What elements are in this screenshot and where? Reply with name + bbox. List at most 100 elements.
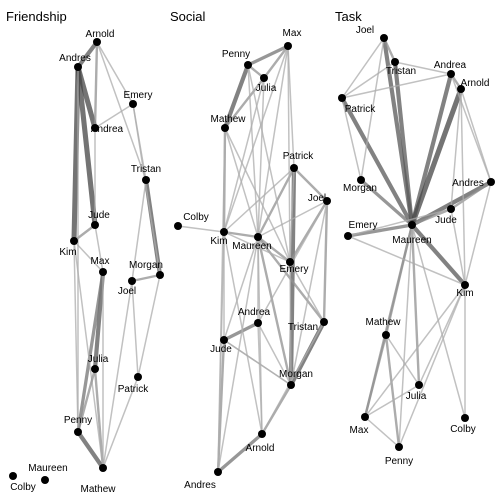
social-label-mathew: Mathew — [210, 114, 246, 125]
friendship-edge-max-penny — [76, 270, 105, 434]
task-node-maureen — [408, 221, 416, 229]
friendship-label-andrea: Andrea — [91, 124, 124, 135]
social-edge-patrick-kim — [223, 167, 295, 233]
friendship-label-joel: Joel — [118, 286, 136, 297]
friendship-edge-emery-morgan — [132, 103, 161, 276]
friendship-label-arnold: Arnold — [86, 29, 115, 40]
friendship-node-maureen — [41, 476, 49, 484]
panel-title-friendship: Friendship — [6, 9, 67, 24]
social-edge-max-julia — [262, 44, 290, 80]
task-edge-joel-morgan — [360, 37, 385, 181]
social-label-tristan: Tristan — [288, 322, 318, 333]
social-edge-morgan-jude — [223, 339, 292, 386]
task-node-arnold — [457, 85, 465, 93]
task-label-maureen: Maureen — [392, 235, 431, 246]
social-node-max — [284, 42, 292, 50]
social-edge-penny-mathew — [222, 62, 251, 131]
social-label-maureen: Maureen — [232, 241, 271, 252]
task-edges — [339, 35, 494, 449]
social-label-arnold: Arnold — [246, 443, 275, 454]
friendship-edge-andres-arnold — [75, 39, 100, 70]
task-label-julia: Julia — [406, 391, 427, 402]
social-label-andres: Andres — [184, 480, 216, 491]
task-edge-mathew-penny — [384, 333, 401, 449]
task-label-patrick: Patrick — [345, 104, 377, 115]
social-edge-max-emery — [287, 45, 291, 263]
social-label-joel: Joel — [308, 193, 326, 204]
social-edge-andrea-arnold — [257, 322, 263, 435]
task-edge-andrea-patrick — [341, 73, 452, 99]
task-edge-joel-patrick — [341, 37, 385, 99]
task-edge-arnold-maureen — [409, 86, 464, 228]
task-label-andrea: Andrea — [434, 60, 467, 71]
friendship-node-kim — [70, 237, 78, 245]
friendship-edge-penny-mathew — [75, 429, 106, 471]
task-edge-emery-jude — [347, 208, 452, 237]
social-node-patrick — [290, 164, 298, 172]
social-label-julia: Julia — [256, 83, 277, 94]
friendship-label-julia: Julia — [88, 354, 109, 365]
panel-title-social: Social — [170, 9, 206, 24]
friendship-edge-andrea-emery — [94, 103, 134, 129]
friendship-edges — [71, 39, 163, 471]
social-label-patrick: Patrick — [283, 151, 315, 162]
social-node-andres — [214, 468, 222, 476]
social-label-jude: Jude — [210, 344, 232, 355]
social-edge-arnold-andres — [216, 432, 264, 474]
task-edge-joel-tristan — [382, 36, 397, 64]
friendship-node-julia — [91, 365, 99, 373]
panel-social: Social MaxPennyJuliaMathewPatrickJoelCol… — [170, 9, 331, 491]
task-label-morgan: Morgan — [343, 183, 377, 194]
task-label-kim: Kim — [456, 288, 473, 299]
task-node-max — [361, 413, 369, 421]
social-edge-colby-kim — [177, 225, 225, 233]
task-node-morgan — [357, 176, 365, 184]
social-edges — [177, 44, 329, 474]
social-edge-andrea-morgan — [257, 322, 292, 386]
friendship-label-jude: Jude — [88, 210, 110, 221]
task-label-penny: Penny — [385, 456, 413, 467]
social-node-joel — [323, 197, 331, 205]
social-node-mathew — [221, 124, 229, 132]
social-label-emery: Emery — [280, 264, 309, 275]
social-edge-patrick-emery — [289, 167, 295, 263]
friendship-edge-julia-mathew — [93, 367, 105, 470]
friendship-node-penny — [74, 428, 82, 436]
friendship-edge-kim-max — [73, 240, 104, 273]
task-edge-kim-penny — [398, 284, 466, 448]
panel-friendship: Friendship ArnoldAndresEmeryAndreaTrista… — [6, 9, 164, 495]
friendship-edge-julia-penny — [76, 367, 97, 434]
friendship-label-maureen: Maureen — [28, 463, 67, 474]
task-label-jude: Jude — [435, 215, 457, 226]
friendship-edge-tristan-joel — [131, 179, 147, 282]
task-edge-andres-jude — [449, 180, 493, 211]
social-node-emery — [286, 258, 294, 266]
task-node-andres — [487, 178, 495, 186]
social-node-andrea — [254, 319, 262, 327]
task-label-arnold: Arnold — [461, 78, 490, 89]
social-node-julia — [260, 74, 268, 82]
social-edge-maureen-emery — [256, 235, 292, 264]
social-label-colby: Colby — [183, 212, 209, 223]
social-edge-kim-arnold — [223, 231, 263, 435]
social-edge-max-patrick — [287, 45, 295, 169]
social-edge-andres-maureen — [217, 236, 259, 473]
friendship-edge-andres-jude — [75, 64, 98, 228]
social-edge-penny-maureen — [247, 64, 259, 238]
friendship-label-patrick: Patrick — [118, 384, 150, 395]
social-edge-andrea-jude — [222, 321, 260, 342]
task-label-mathew: Mathew — [365, 317, 401, 328]
friendship-label-morgan: Morgan — [129, 260, 163, 271]
social-edge-mathew-emery — [224, 127, 291, 263]
social-edge-max-kim — [223, 45, 289, 233]
task-label-emery: Emery — [349, 220, 378, 231]
social-label-max: Max — [283, 28, 302, 39]
friendship-node-andrea — [91, 124, 99, 132]
friendship-edge-patrick-mathew — [102, 376, 139, 469]
social-node-penny — [244, 61, 252, 69]
friendship-label-colby: Colby — [10, 482, 36, 493]
social-edge-maureen-patrick — [256, 166, 296, 239]
task-edge-kim-julia — [418, 284, 466, 386]
task-edge-tristan-maureen — [392, 59, 415, 228]
